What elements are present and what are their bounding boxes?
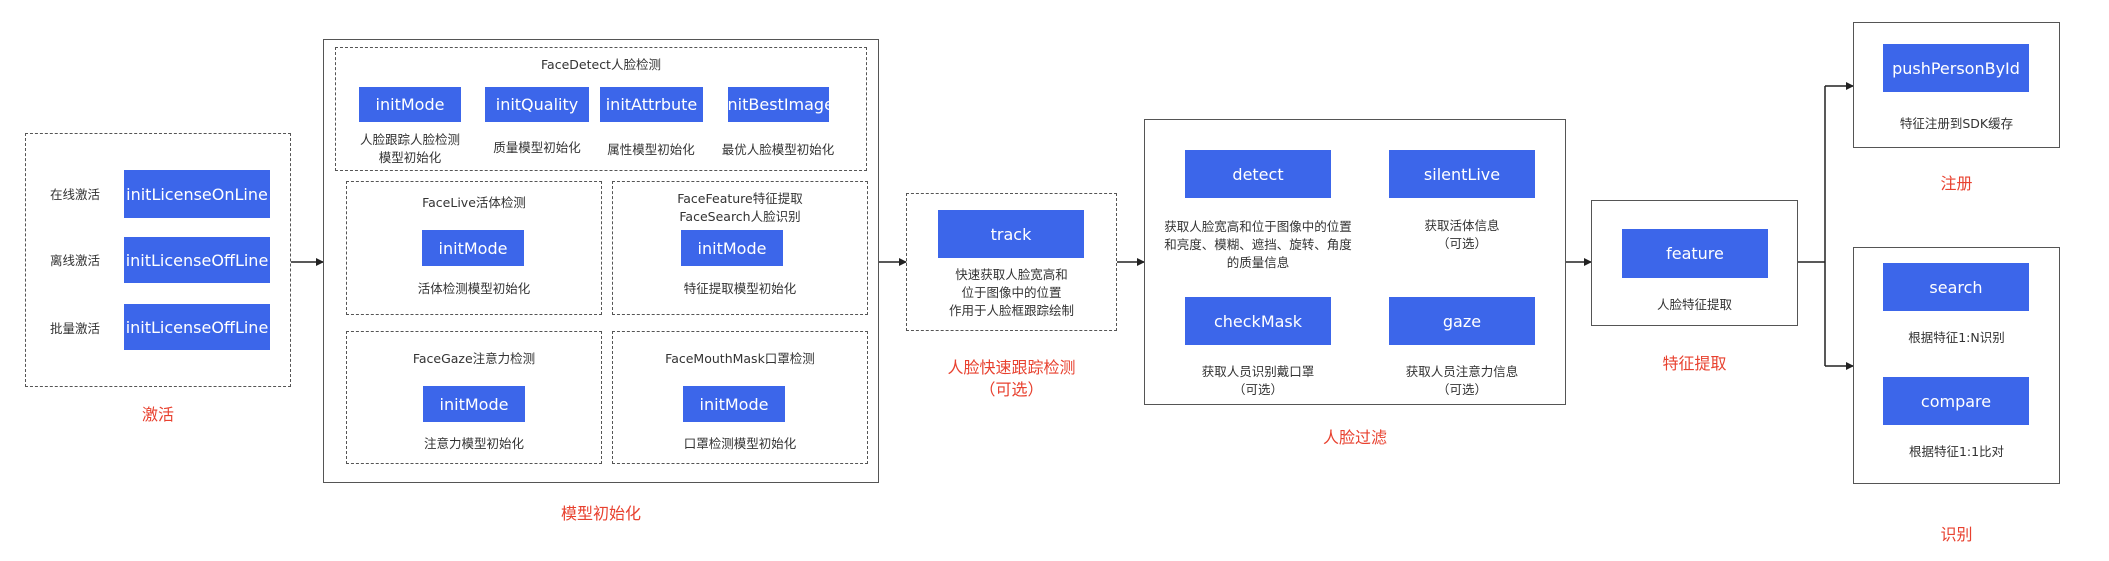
face-detect-title: FaceDetect人脸检测: [541, 57, 661, 72]
init-best-image-button[interactable]: initBestImage: [723, 87, 834, 122]
register-desc: 特征注册到SDK缓存: [1899, 116, 2014, 131]
activation-caption: 激活: [141, 405, 174, 424]
compare-desc: 根据特征1:1比对: [1908, 444, 2005, 459]
face-feature-group: [612, 181, 868, 315]
compare-button[interactable]: compare: [1883, 377, 2029, 425]
init-quality-button[interactable]: initQuality: [485, 87, 589, 122]
detect-init-mode-desc: 人脸跟踪人脸检测 模型初始化: [359, 132, 460, 165]
face-live-title: FaceLive活体检测: [422, 195, 526, 210]
face-gaze-title: FaceGaze注意力检测: [412, 351, 536, 366]
init-attrbute-button[interactable]: initAttrbute: [600, 87, 703, 122]
feature-init-mode-button[interactable]: initMode: [681, 230, 783, 266]
detect-button[interactable]: detect: [1185, 150, 1331, 198]
live-init-mode-button[interactable]: initMode: [422, 230, 524, 266]
feature-init-mode-desc: 特征提取模型初始化: [683, 281, 797, 296]
activation-panel: [25, 133, 291, 387]
filter-caption: 人脸过滤: [1322, 428, 1387, 447]
gaze-init-mode-desc: 注意力模型初始化: [423, 436, 524, 451]
filter-panel: [1144, 119, 1566, 405]
track-caption: 人脸快速跟踪检测 （可选）: [947, 358, 1076, 399]
init-quality-desc: 质量模型初始化: [493, 140, 581, 155]
gaze-desc: 获取人员注意力信息 （可选）: [1405, 364, 1519, 397]
push-person-by-id-button[interactable]: pushPersonById: [1883, 44, 2029, 92]
register-panel: [1853, 22, 2060, 148]
face-feature-title: FaceFeature特征提取 FaceSearch人脸识别: [677, 191, 803, 224]
init-license-online-button[interactable]: initLicenseOnLine: [124, 170, 270, 218]
face-detect-group: [335, 47, 867, 171]
face-mouthmask-title: FaceMouthMask口罩检测: [665, 351, 815, 366]
model-init-caption: 模型初始化: [560, 504, 641, 523]
live-init-mode-desc: 活体检测模型初始化: [417, 281, 531, 296]
recognize-panel: [1853, 247, 2060, 484]
model-init-panel: [323, 39, 879, 483]
detect-init-mode-button[interactable]: initMode: [359, 87, 461, 122]
init-best-image-desc: 最优人脸模型初始化: [721, 142, 835, 157]
activation-label-online: 在线激活: [50, 187, 101, 202]
gaze-init-mode-button[interactable]: initMode: [423, 386, 525, 422]
gaze-button[interactable]: gaze: [1389, 297, 1535, 345]
track-button[interactable]: track: [938, 210, 1084, 258]
search-desc: 根据特征1:N识别: [1908, 330, 2005, 345]
feature-panel: [1591, 200, 1798, 326]
init-attrbute-desc: 属性模型初始化: [607, 142, 695, 157]
silent-live-desc: 获取活体信息 （可选）: [1424, 218, 1500, 251]
init-license-batch-button[interactable]: initLicenseOffLine: [124, 304, 270, 350]
face-gaze-group: [346, 331, 602, 464]
feature-desc: 人脸特征提取: [1656, 297, 1732, 312]
recognize-caption: 识别: [1940, 525, 1973, 544]
feature-button[interactable]: feature: [1622, 229, 1768, 278]
track-desc: 快速获取人脸宽高和 位于图像中的位置 作用于人脸框跟踪绘制: [948, 267, 1074, 318]
mouthmask-init-mode-button[interactable]: initMode: [683, 386, 785, 422]
silent-live-button[interactable]: silentLive: [1389, 150, 1535, 198]
check-mask-desc: 获取人员识别戴口罩 （可选）: [1201, 364, 1315, 397]
detect-desc: 获取人脸宽高和位于图像中的位置 和亮度、模糊、遮挡、旋转、角度 的质量信息: [1164, 219, 1352, 270]
init-license-offline-button[interactable]: initLicenseOffLine: [124, 237, 270, 283]
search-button[interactable]: search: [1883, 263, 2029, 311]
feature-caption: 特征提取: [1662, 354, 1727, 373]
activation-label-batch: 批量激活: [50, 321, 101, 336]
track-panel: [906, 193, 1117, 331]
face-live-group: [346, 181, 602, 315]
mouthmask-init-mode-desc: 口罩检测模型初始化: [683, 436, 797, 451]
activation-label-offline: 离线激活: [50, 253, 101, 268]
register-caption: 注册: [1940, 174, 1973, 193]
check-mask-button[interactable]: checkMask: [1185, 297, 1331, 345]
face-mouthmask-group: [612, 331, 868, 464]
